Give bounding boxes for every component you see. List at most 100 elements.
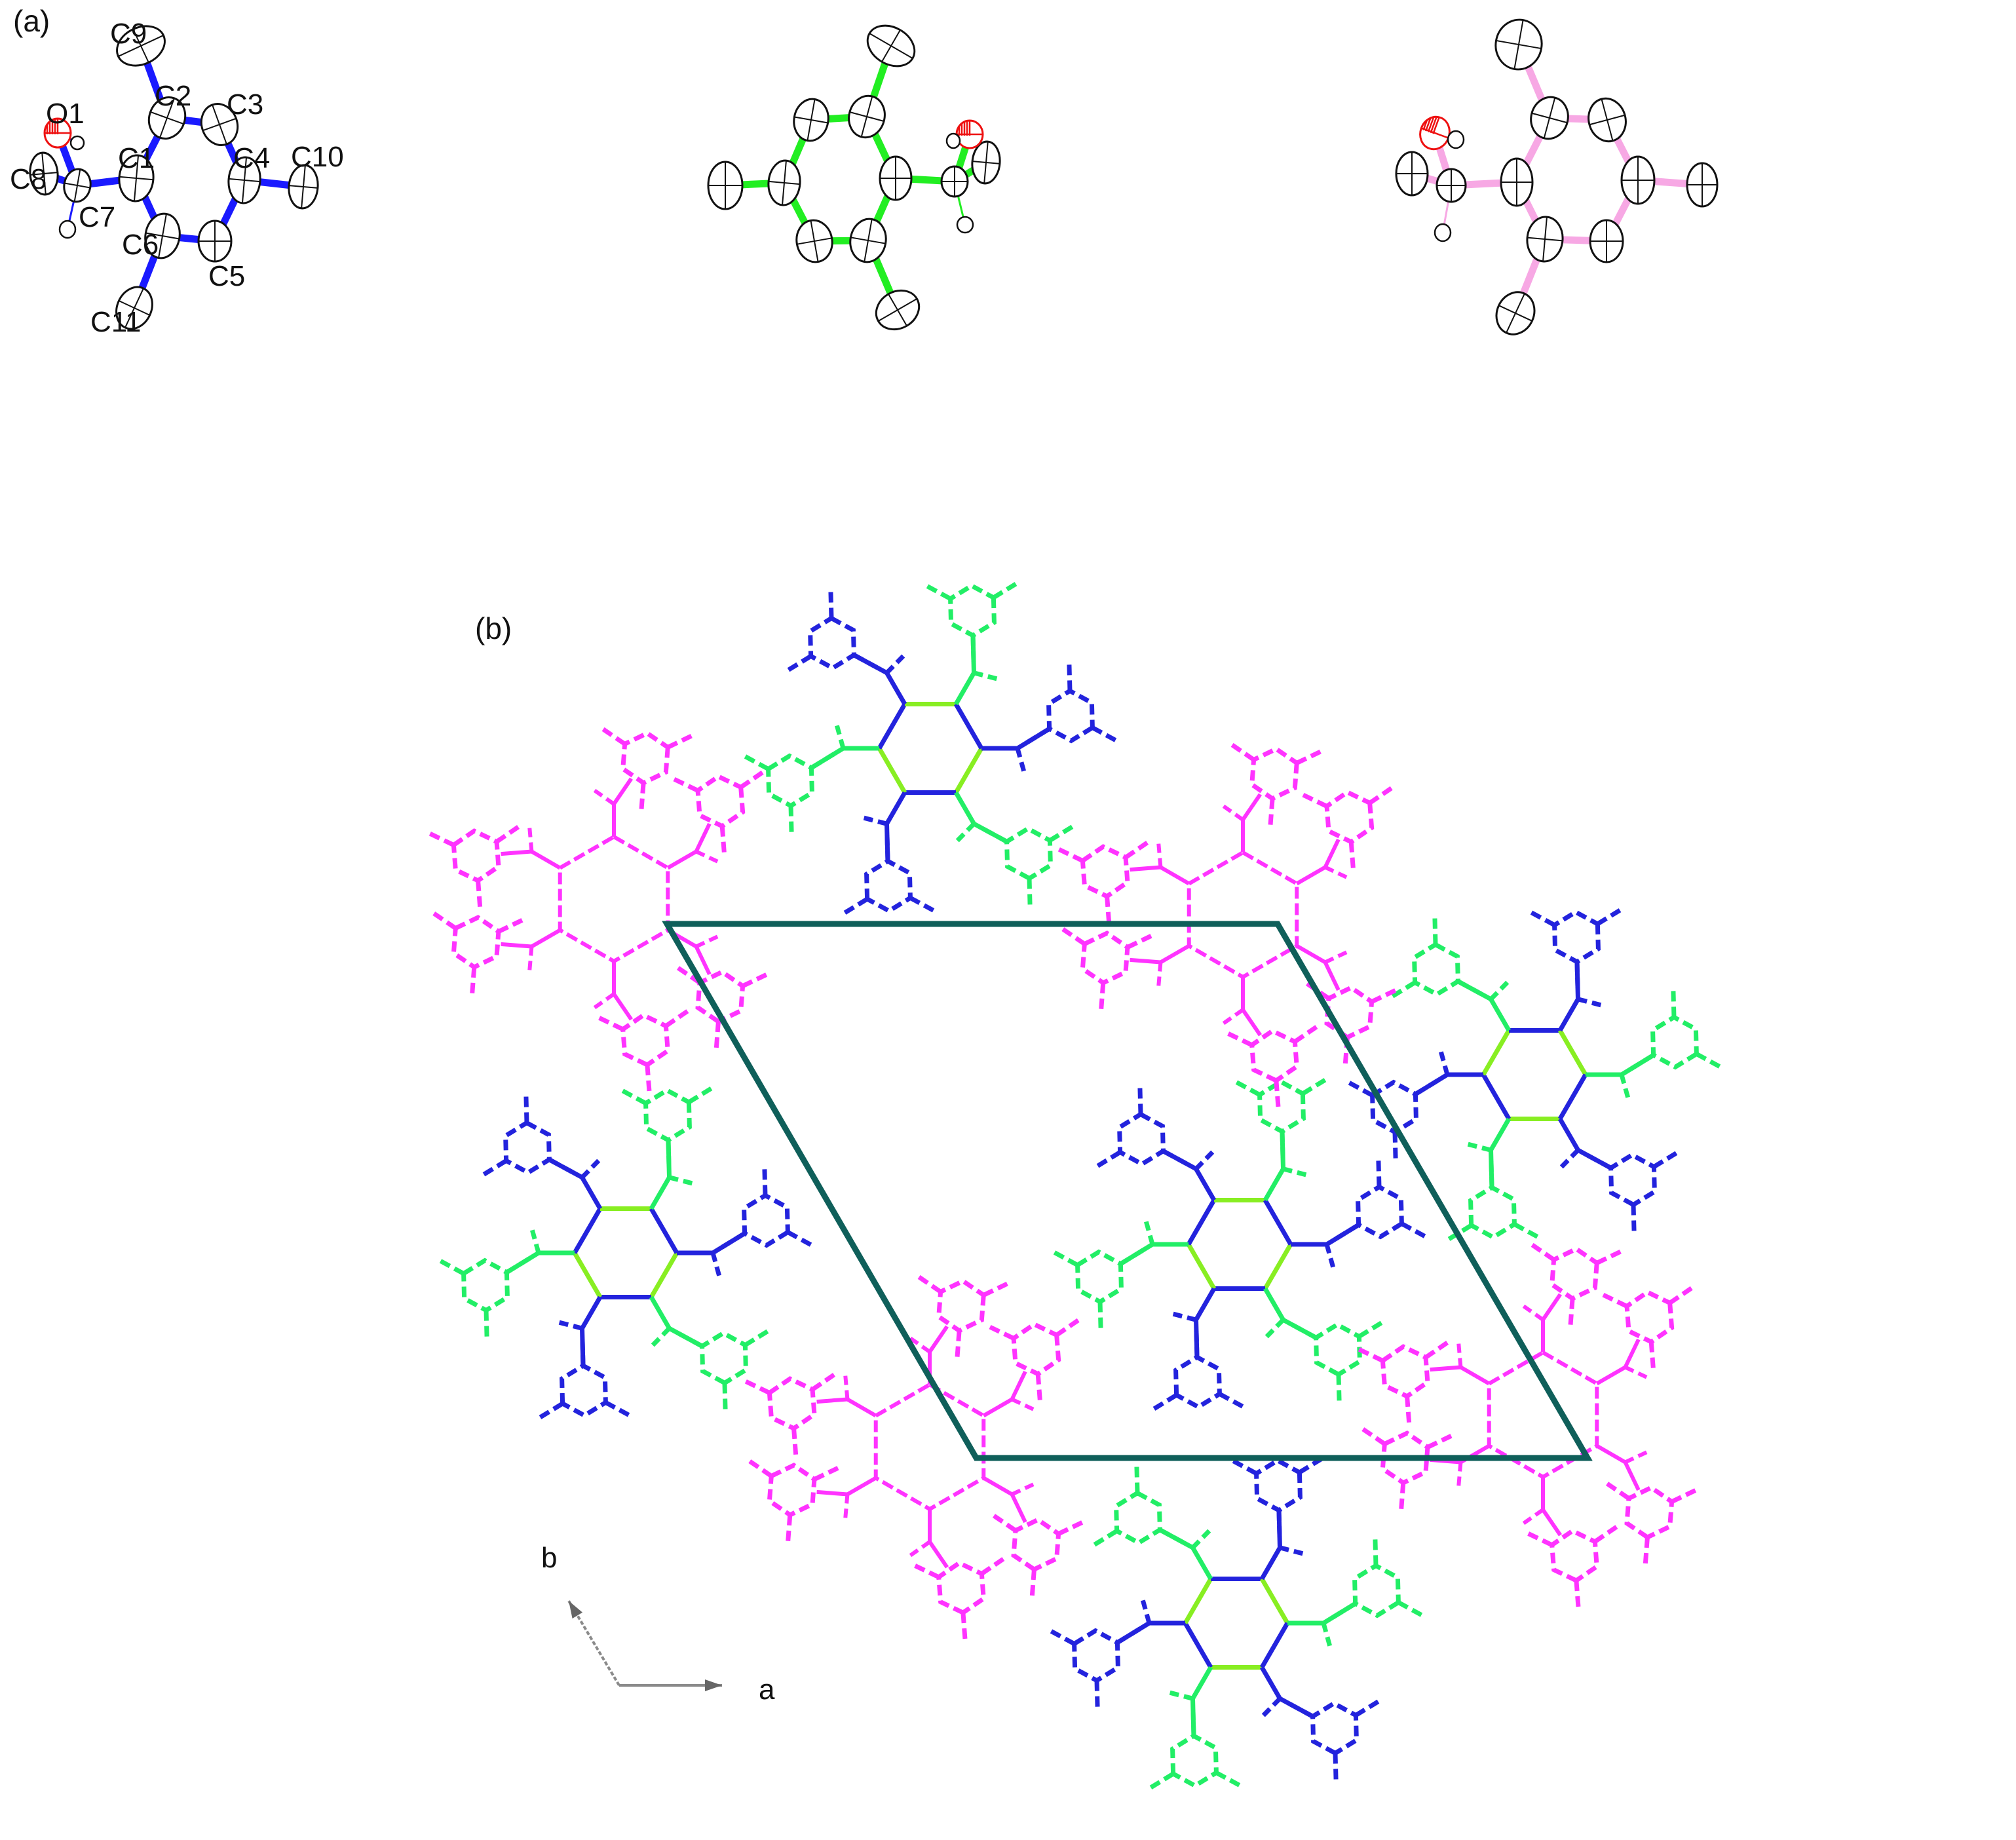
hydrogen-bond bbox=[1557, 1029, 1588, 1076]
aryl-ring bbox=[1324, 789, 1375, 845]
carbon-atom-ellipsoid bbox=[1620, 155, 1656, 205]
hex-center bbox=[1053, 1078, 1426, 1411]
methyl-bond bbox=[604, 1400, 630, 1417]
link-bond bbox=[1595, 1444, 1627, 1465]
link-bond bbox=[666, 849, 698, 870]
c-aryl-bond bbox=[928, 1325, 949, 1353]
c-o-bond bbox=[1259, 1666, 1282, 1700]
methyl-bond bbox=[1227, 1031, 1253, 1047]
atom-label-o1: O1 bbox=[46, 98, 85, 130]
carbon-atom-ellipsoid bbox=[793, 98, 829, 142]
methyl-bond bbox=[1091, 725, 1117, 742]
hydrogen-atom bbox=[58, 220, 77, 239]
panel-a-label: (a) bbox=[13, 4, 50, 38]
methyl-bond bbox=[1368, 786, 1393, 805]
methyl-bond bbox=[786, 1514, 793, 1542]
hex-right bbox=[1348, 908, 1721, 1241]
aryl-ring bbox=[1080, 930, 1130, 986]
methyl-bond bbox=[1519, 1302, 1544, 1322]
ring-bond bbox=[1263, 1198, 1293, 1246]
c-aryl-bond bbox=[501, 942, 532, 949]
methyl-bond bbox=[1424, 1341, 1449, 1360]
c-aryl-bond bbox=[1010, 1493, 1027, 1524]
axis-b-label: b bbox=[541, 1542, 557, 1574]
c-o-bond bbox=[649, 1176, 672, 1210]
methyl-bond bbox=[1447, 1223, 1473, 1241]
methyl-bond bbox=[1391, 980, 1417, 999]
methyl-bond bbox=[909, 896, 935, 913]
methyl-bond bbox=[1027, 878, 1033, 905]
methyl-bond bbox=[695, 933, 722, 949]
c-aryl-bond bbox=[1541, 1508, 1563, 1537]
methyl-bond bbox=[1143, 1218, 1155, 1245]
methyl-bond bbox=[1631, 1204, 1637, 1231]
methyl-bond bbox=[1593, 1525, 1618, 1544]
link-bond bbox=[1295, 865, 1327, 886]
methyl-bond bbox=[905, 1540, 931, 1560]
methyl-bond bbox=[1156, 839, 1163, 868]
methyl-bond bbox=[1048, 824, 1074, 843]
ring-bond bbox=[1186, 1198, 1217, 1246]
aryl-ring bbox=[766, 753, 814, 809]
methyl-bond bbox=[914, 1563, 940, 1579]
unit-cell-outline bbox=[662, 921, 1593, 1461]
c-o-bond bbox=[884, 672, 907, 706]
methyl-bond bbox=[1489, 1161, 1494, 1188]
methyl-bond bbox=[721, 1231, 746, 1250]
hydrogen-atom bbox=[945, 132, 961, 149]
carbon-atom-ellipsoid bbox=[288, 164, 319, 210]
aryl-ring bbox=[1550, 1528, 1599, 1584]
methyl-bond bbox=[905, 1334, 931, 1354]
aryl-ring bbox=[1624, 1289, 1675, 1345]
methyl-bond bbox=[1263, 1318, 1285, 1341]
methyl-bond bbox=[843, 1371, 850, 1400]
methyl-bond bbox=[980, 1557, 1005, 1576]
methyl-bond bbox=[1124, 841, 1149, 860]
methyl-bond bbox=[1029, 1569, 1037, 1596]
carbon-atom-ellipsoid bbox=[63, 168, 92, 203]
methyl-bond bbox=[1324, 949, 1351, 965]
methyl-bond bbox=[992, 582, 1018, 600]
aryl-ring bbox=[1075, 1249, 1124, 1305]
aryl-ring bbox=[560, 1363, 608, 1419]
hydrogen-bond bbox=[1263, 1243, 1293, 1290]
methyl-bond bbox=[590, 992, 615, 1012]
aryl-ring bbox=[1011, 1321, 1061, 1377]
hex-bottom bbox=[1050, 1457, 1423, 1790]
methyl-bond bbox=[1099, 982, 1106, 1010]
methyl-bond bbox=[1595, 1249, 1622, 1265]
atom-label-c9: C9 bbox=[110, 18, 147, 50]
c-aryl-bond bbox=[1130, 865, 1161, 872]
methyl-bond bbox=[1568, 1298, 1575, 1325]
methyl-bond bbox=[1194, 1331, 1200, 1358]
atom-label-c2: C2 bbox=[155, 80, 191, 112]
methyl-bond bbox=[495, 825, 520, 844]
methyl-bond bbox=[676, 966, 701, 985]
methyl-bond bbox=[1605, 1482, 1630, 1501]
methyl-bond bbox=[601, 727, 626, 746]
methyl-bond bbox=[744, 754, 770, 771]
c-aryl-bond bbox=[1241, 793, 1263, 821]
methyl-bond bbox=[497, 918, 523, 934]
hex-left bbox=[439, 1086, 812, 1419]
aryl-ring bbox=[936, 1278, 986, 1333]
aryl-ring bbox=[1468, 1185, 1517, 1240]
atom-label-c8: C8 bbox=[10, 163, 47, 195]
packing-layer bbox=[428, 582, 1721, 1790]
carbon-atom-ellipsoid bbox=[767, 159, 801, 206]
methyl-bond bbox=[645, 1064, 652, 1092]
hydrogen-bond bbox=[572, 1252, 603, 1299]
carbon-atom-ellipsoid bbox=[875, 289, 921, 331]
hydrogen-bond bbox=[1481, 1029, 1512, 1076]
panel-b-crystal-packing: (b) a b bbox=[428, 582, 1721, 1790]
methyl-bond bbox=[1219, 802, 1244, 822]
aryl-ring bbox=[1046, 688, 1095, 744]
methyl-bond bbox=[748, 1459, 773, 1478]
methyl-bond bbox=[539, 1402, 564, 1419]
methyl-bond bbox=[1162, 1149, 1188, 1166]
methyl-bond bbox=[1293, 1025, 1318, 1044]
aryl-ring bbox=[1249, 1028, 1299, 1084]
carbon-atom-ellipsoid bbox=[1495, 291, 1536, 335]
